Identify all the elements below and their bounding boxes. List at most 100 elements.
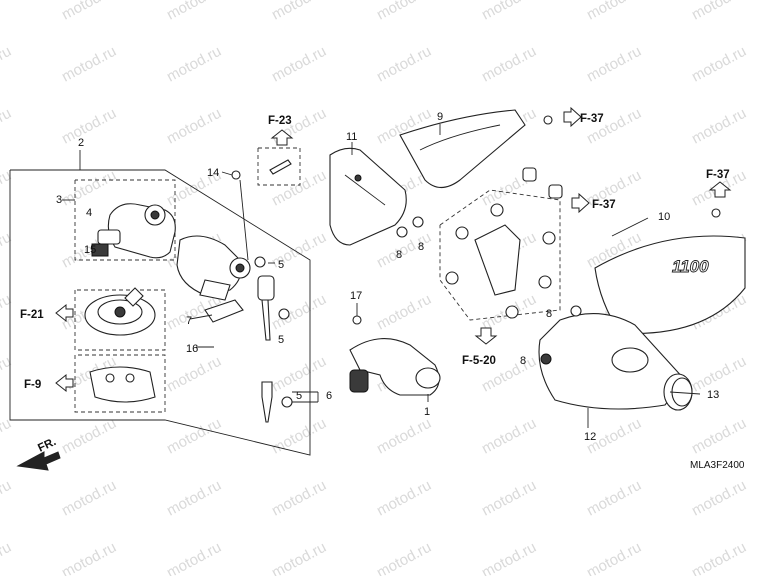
- arrow-up-f23[interactable]: [270, 129, 294, 146]
- watermark-text: motod.ru: [164, 415, 224, 458]
- arrow-right-f37-mid[interactable]: [571, 192, 590, 214]
- arrow-down-f520[interactable]: [474, 327, 498, 345]
- part-number-label: 6: [326, 390, 332, 402]
- part-number-label: 10: [658, 211, 670, 223]
- watermark-text: motod.ru: [0, 0, 14, 24]
- watermark-text: motod.ru: [479, 43, 539, 86]
- part-number-label: 9: [437, 111, 443, 123]
- watermark-text: motod.ru: [0, 229, 14, 272]
- watermark-text: motod.ru: [479, 415, 539, 458]
- watermark-text: motod.ru: [584, 477, 644, 520]
- part-number-label: 12: [584, 431, 596, 443]
- part-number-label: 14: [207, 167, 219, 179]
- watermark-text: motod.ru: [59, 105, 119, 148]
- watermark-text: motod.ru: [0, 43, 14, 86]
- watermark-text: motod.ru: [0, 291, 14, 334]
- part-number-label: 17: [350, 290, 362, 302]
- reference-label: F-9: [24, 379, 41, 391]
- watermark-text: motod.ru: [0, 353, 14, 396]
- watermark-text: motod.ru: [374, 415, 434, 458]
- reference-label: F-37: [706, 169, 730, 181]
- reference-label: F-23: [268, 115, 292, 127]
- reference-label: F-5-20: [462, 355, 496, 367]
- mounting-stay: [439, 189, 561, 321]
- watermark-text: motod.ru: [374, 43, 434, 86]
- ref-arrows: [16, 106, 732, 471]
- reference-label: F-37: [592, 199, 616, 211]
- part-number-label: 8: [546, 308, 552, 320]
- watermark-text: motod.ru: [59, 539, 119, 576]
- top-cover-9: [399, 109, 526, 189]
- bolt-14: [221, 147, 301, 186]
- watermark-text: motod.ru: [374, 0, 434, 24]
- watermark-text: motod.ru: [164, 539, 224, 576]
- side-cover-10: 1100: [594, 235, 746, 335]
- arrow-left-f9[interactable]: [55, 373, 74, 393]
- watermark-text: motod.ru: [269, 43, 329, 86]
- part-number-label: 8: [396, 249, 402, 261]
- watermark-text: motod.ru: [689, 539, 749, 576]
- part-number-label: 8: [520, 355, 526, 367]
- part-number-label: 5: [278, 334, 284, 346]
- watermark-text: motod.ru: [164, 0, 224, 24]
- diagram-code: MLA3F2400: [690, 460, 745, 471]
- reference-label: F-37: [580, 113, 604, 125]
- watermark-text: motod.ru: [374, 477, 434, 520]
- watermark-text: motod.ru: [374, 291, 434, 334]
- part-number-label: 1: [424, 406, 430, 418]
- front-label: FR.: [36, 436, 58, 455]
- watermark-text: motod.ru: [374, 539, 434, 576]
- watermark-text: motod.ru: [59, 43, 119, 86]
- leader-lines: [189, 124, 701, 428]
- watermark-text: motod.ru: [164, 105, 224, 148]
- watermark-text: motod.ru: [164, 43, 224, 86]
- watermark-text: motod.ru: [689, 105, 749, 148]
- watermark-text: motod.ru: [584, 105, 644, 148]
- watermark-text: motod.ru: [689, 43, 749, 86]
- watermark-text: motod.ru: [479, 0, 539, 24]
- arrow-left-f21[interactable]: [55, 303, 74, 323]
- fuel-cap: [74, 287, 166, 351]
- socket-assembly-1: [349, 303, 441, 396]
- part-number-label: 13: [707, 389, 719, 401]
- group-frame-2: [9, 150, 311, 456]
- watermark-text: motod.ru: [164, 477, 224, 520]
- side-cover-emblem: 1100: [672, 257, 709, 276]
- key-set: [261, 381, 319, 423]
- watermark-text: motod.ru: [0, 477, 14, 520]
- watermark-text: motod.ru: [59, 415, 119, 458]
- watermark-text: motod.ru: [269, 291, 329, 334]
- watermark-text: motod.ru: [59, 477, 119, 520]
- arrow-up-f37-right[interactable]: [708, 181, 732, 198]
- watermark-text: motod.ru: [269, 415, 329, 458]
- ignition-switch-assembly: [91, 179, 290, 341]
- part-number-label: 7: [186, 315, 192, 327]
- part-number-label: 8: [418, 241, 424, 253]
- part-number-label: 4: [86, 207, 92, 219]
- watermark-text: motod.ru: [689, 0, 749, 24]
- watermark-text: motod.ru: [269, 477, 329, 520]
- watermark-text: motod.ru: [479, 539, 539, 576]
- air-cleaner-housing-12: [538, 305, 686, 410]
- watermark-text: motod.ru: [584, 539, 644, 576]
- watermark-text: motod.ru: [0, 167, 14, 210]
- part-number-label: 5: [296, 390, 302, 402]
- watermark-text: motod.ru: [269, 0, 329, 24]
- watermark-text: motod.ru: [164, 353, 224, 396]
- watermark-text: motod.ru: [0, 105, 14, 148]
- watermark-text: motod.ru: [479, 477, 539, 520]
- part-number-label: 16: [186, 343, 198, 355]
- part-number-label: 3: [56, 194, 62, 206]
- group-frame-3: [62, 179, 176, 261]
- watermark-text: motod.ru: [584, 0, 644, 24]
- watermark-text: motod.ru: [269, 539, 329, 576]
- watermark-text: motod.ru: [59, 167, 119, 210]
- part-number-label: 5: [278, 259, 284, 271]
- arrow-right-f37-top[interactable]: [563, 106, 582, 128]
- front-direction-arrow: [16, 451, 61, 471]
- watermark-text: motod.ru: [59, 0, 119, 24]
